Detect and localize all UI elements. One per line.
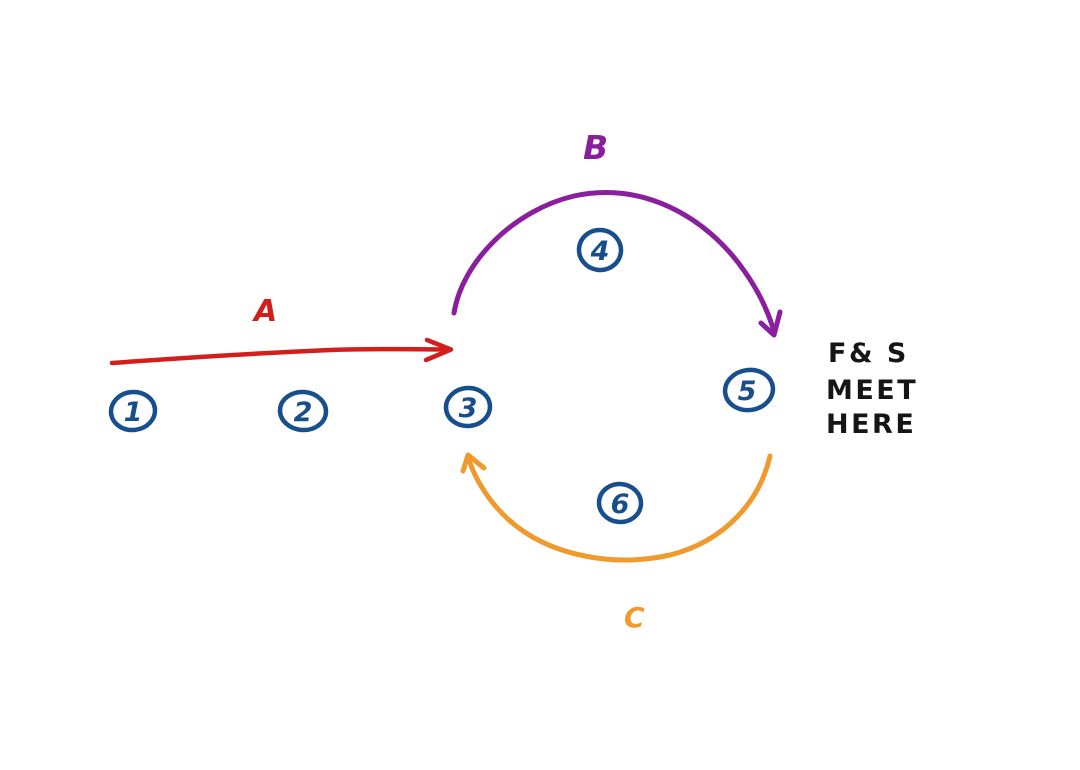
arc-c-curve (466, 453, 773, 563)
arrow-a: A (109, 294, 454, 366)
arrow-a-label: A (252, 294, 277, 329)
node-4: 4 (576, 227, 624, 273)
arrow-a-head (423, 337, 454, 363)
arc-b-label: B (583, 128, 608, 167)
node-1-circle (108, 389, 158, 433)
meet-here-note: F& S MEET HERE (826, 338, 918, 440)
note-line-2: MEET (826, 375, 918, 406)
arc-b-head (758, 309, 783, 338)
node-3-label: 3 (459, 393, 478, 424)
node-2-circle (277, 389, 329, 433)
arrow-a-shaft (109, 346, 448, 366)
arc-b: B (451, 128, 783, 338)
node-6-circle (596, 481, 644, 525)
arc-c-head (460, 452, 487, 474)
node-6-label: 6 (611, 489, 630, 520)
arc-c-label: C (624, 601, 645, 634)
node-1: 1 (108, 389, 158, 433)
node-2-label: 2 (294, 397, 313, 428)
node-4-circle (576, 227, 624, 273)
node-3-circle (443, 385, 493, 429)
arc-c: C (460, 452, 773, 634)
arc-b-curve (451, 190, 776, 331)
node-2: 2 (277, 389, 329, 433)
node-5: 5 (722, 367, 776, 413)
node-5-circle (722, 367, 776, 413)
note-line-3: HERE (826, 409, 916, 440)
note-line-1: F& S (828, 338, 909, 369)
node-5-label: 5 (738, 376, 757, 407)
node-6: 6 (596, 481, 644, 525)
node-3: 3 (443, 385, 493, 429)
node-4-label: 4 (590, 236, 610, 267)
node-1-label: 1 (124, 397, 143, 428)
